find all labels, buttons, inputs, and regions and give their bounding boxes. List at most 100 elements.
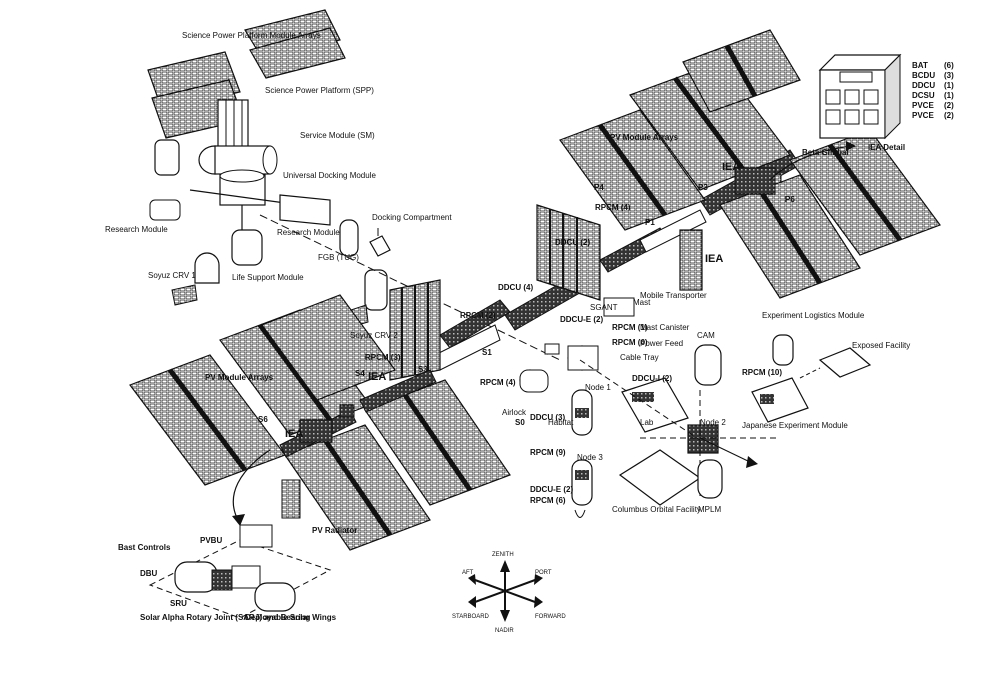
universal-docking-module [189,169,301,240]
compass-labels: ZENITH NADIR PORT STARBOARD AFT FORWARD [452,552,566,634]
label-ddcu-2: DDCU (4) [498,283,533,292]
label-ddcu-1: DDCU (2) [555,238,590,247]
label-bast-controls: Bast Controls [118,543,171,552]
p-radiators [536,204,601,301]
label-p1: P1 [645,218,655,227]
label-fgb: FGB (TUG) [318,253,359,262]
label-mast-canister: Mast Canister [640,323,690,332]
label-mplm: MPLM [698,505,721,514]
label-service-module: Service Module (SM) [300,131,375,140]
label-node1: Node 1 [585,383,611,392]
label-sarj: Solar Alpha Rotary Joint (SARJ) and Bear… [140,613,311,622]
label-rpcm-2: RPCM (2) [460,311,496,320]
service-module [198,145,278,175]
iea-detail-arrow [769,145,853,181]
s-truss-left [279,369,437,519]
label-columbus: Columbus Orbital Facility [612,505,701,514]
label-pv-radiator: PV Radiator [312,526,357,535]
label-life-support-module: Life Support Module [232,273,304,282]
label-science-power-platform: Science Power Platform (SPP) [265,86,374,95]
label-soyuz-crv2: Soyuz CRV 2 [350,331,398,340]
pv-arrays-left [129,294,511,551]
iea-table-name: PVCE [912,111,934,120]
label-p3: P3 [698,183,708,192]
label-s4: S4 [355,369,365,378]
detail-arrow [232,449,271,521]
label-exposed-facility: Exposed Facility [852,341,910,350]
iea-table-name: BCDU [912,71,935,80]
label-rpcm-7: RPCM (10) [742,368,782,377]
label-iea-left: IEA [285,428,303,440]
label-cam: CAM [697,331,715,340]
node1 [544,343,599,371]
label-s0: S0 [515,418,525,427]
label-sgant: SGANT [590,303,618,312]
research-module-right [279,194,331,226]
iea-table: BAT (6) BCDU (3) DDCU (1) DCSU (1) PVCE … [912,61,954,120]
label-ddcu-3: DDCU-E (2) [560,315,603,324]
label-iea-mid: IEA [368,371,386,383]
label-iea-detail: IEA Detail [868,143,905,152]
mobile-transporter [603,297,635,317]
label-rpcm-4: RPCM (4) [480,378,516,387]
label-pv-arrays-left: PV Module Arrays [205,373,274,382]
label-s6: S6 [258,415,268,424]
jem-logistics [772,334,794,366]
habitat [571,389,593,436]
jem [751,377,809,423]
label-s3: S3 [418,365,428,374]
iea-table-name: PVCE [912,101,934,110]
label-science-power-arrays: Science Power Platform Module Arrays [182,31,321,40]
label-dbu: DBU [140,569,158,578]
iea-table-name: BAT [912,61,928,70]
compass-port: PORT [535,570,552,576]
label-ddcu-4: DDCU (3) [530,413,565,422]
columbus [618,449,702,506]
iea-right-box [734,167,776,195]
node3 [571,459,593,518]
label-jem-logistics: Experiment Logistics Module [762,311,865,320]
label-mobile-transporter: Mobile Transporter [640,291,707,300]
label-soyuz-crv1: Soyuz CRV 1 [148,271,196,280]
label-rpcm-1: RPCM (4) [595,203,631,212]
airlock [519,369,549,393]
iea-table-count: (2) [944,101,954,110]
label-research-module-right: Research Module [277,228,340,237]
exposed-facility [799,347,872,379]
label-universal-docking-module: Universal Docking Module [283,171,376,180]
p-radiator-vertical [679,229,703,291]
iea-detail-box [818,53,902,140]
label-jem: Japanese Experiment Module [742,421,848,430]
label-habitat: Habitat [548,418,574,427]
cam [694,344,722,386]
compass-starboard: STARBOARD [452,614,490,620]
label-rpcm-5: RPCM (1) [612,323,648,332]
label-node3: Node 3 [577,453,603,462]
iea-table-count: (2) [944,111,954,120]
label-iea-right-lower: IEA [705,253,723,265]
label-iea-right: IEA [722,161,740,173]
compass-rose [468,560,543,622]
research-module-left [149,139,181,221]
iea-table-count: (3) [944,71,954,80]
label-research-module-left: Research Module [105,225,168,234]
sarj-detail [148,524,332,619]
iea-table-count: (1) [944,91,954,100]
label-pv-arrays-right: PV Module Arrays [610,133,679,142]
label-docking-compartment: Docking Compartment [372,213,452,222]
label-p4: P4 [594,183,604,192]
label-mast: Mast [633,298,651,307]
iea-table-count: (6) [944,61,954,70]
compass-zenith: ZENITH [492,552,514,558]
fgb [339,219,359,257]
compass-aft: AFT [462,570,474,576]
compass-forward: FORWARD [535,614,566,620]
text-labels: Science Power Platform Module Arrays Sci… [105,31,910,622]
mplm [697,459,723,499]
iea-table-name: DDCU [912,81,935,90]
label-airlock: Airlock [502,408,527,417]
label-deployable-wings: Deployable Solar Wings [245,613,337,622]
s-radiators [389,279,441,381]
label-rpcm-9: RPCM (6) [530,496,566,505]
